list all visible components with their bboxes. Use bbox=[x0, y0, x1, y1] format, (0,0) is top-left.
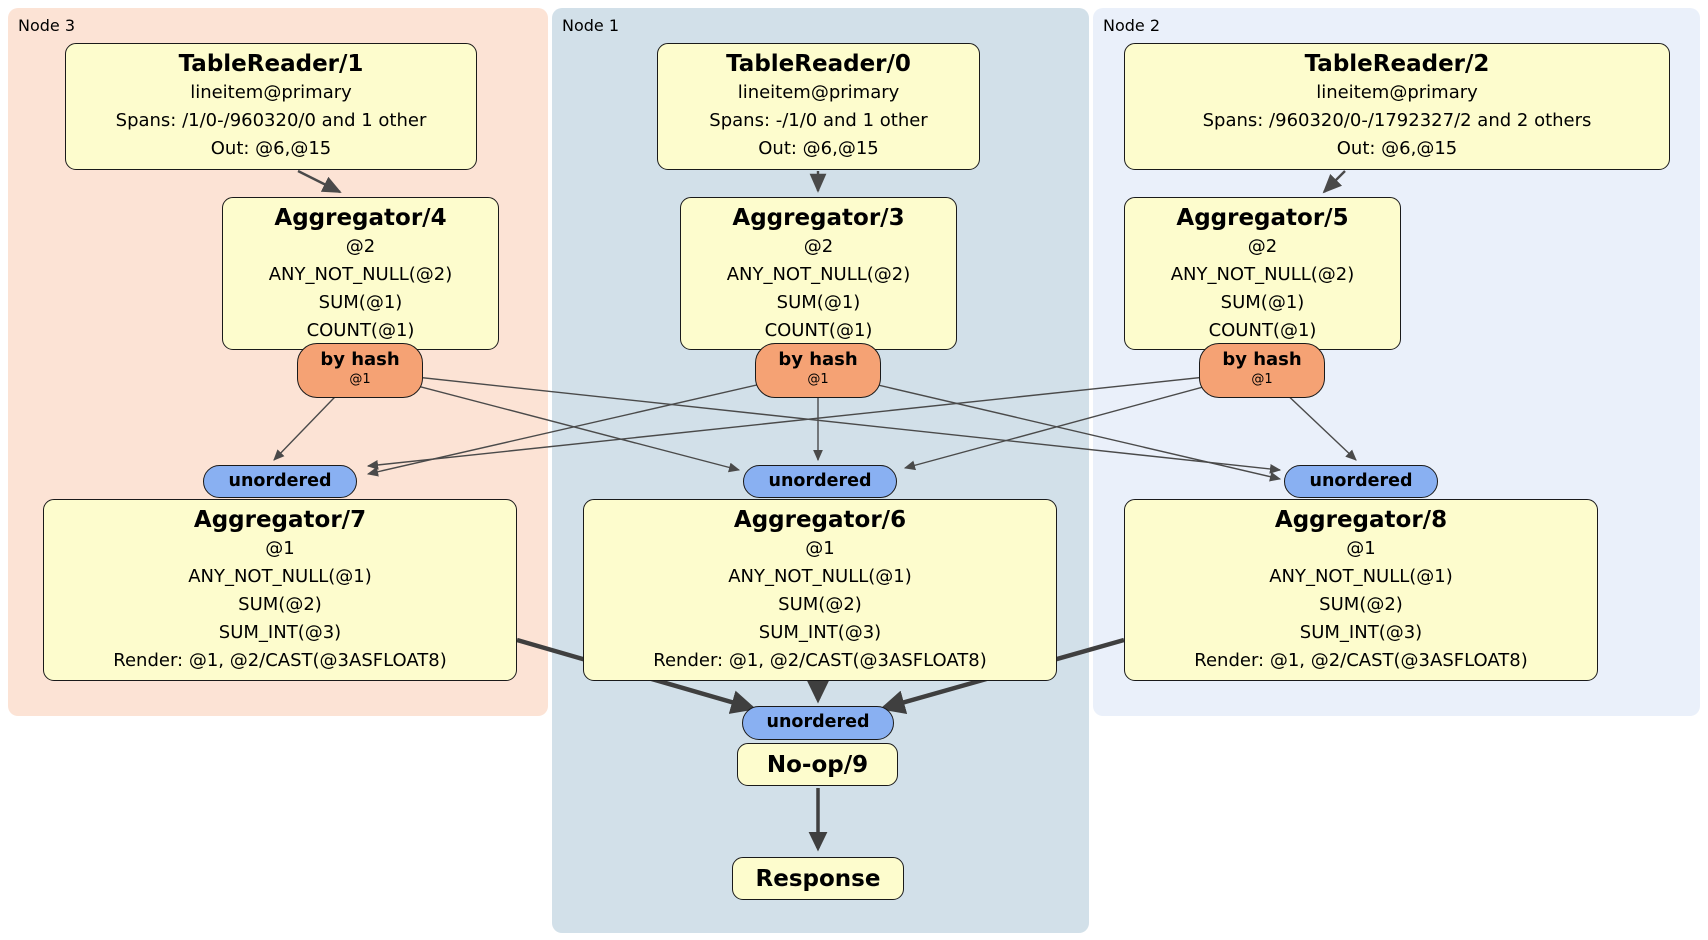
processor-detail: lineitem@primary bbox=[190, 82, 352, 103]
processor-tablereader-2: TableReader/2 lineitem@primary Spans: /9… bbox=[1124, 43, 1670, 170]
processor-detail: @2 bbox=[1247, 236, 1278, 257]
processor-detail: lineitem@primary bbox=[1316, 82, 1478, 103]
router-label: by hash bbox=[778, 349, 858, 370]
processor-title: Aggregator/7 bbox=[193, 507, 367, 533]
processor-aggregator-5: Aggregator/5 @2 ANY_NOT_NULL(@2) SUM(@1)… bbox=[1124, 197, 1401, 350]
processor-title: TableReader/2 bbox=[1304, 51, 1490, 77]
processor-title: No-op/9 bbox=[766, 751, 869, 778]
processor-aggregator-4: Aggregator/4 @2 ANY_NOT_NULL(@2) SUM(@1)… bbox=[222, 197, 499, 350]
processor-title: TableReader/0 bbox=[726, 51, 911, 77]
router-key: @1 bbox=[349, 372, 371, 387]
processor-detail: ANY_NOT_NULL(@2) bbox=[726, 264, 911, 285]
processor-detail: SUM(@2) bbox=[1319, 594, 1403, 615]
processor-detail: ANY_NOT_NULL(@2) bbox=[268, 264, 453, 285]
processor-tablereader-0: TableReader/0 lineitem@primary Spans: -/… bbox=[657, 43, 980, 170]
processor-title: Aggregator/6 bbox=[733, 507, 907, 533]
processor-detail: Out: @6,@15 bbox=[758, 138, 879, 159]
stream-unordered-9: unordered bbox=[742, 706, 894, 740]
router-by-hash-4: by hash @1 bbox=[297, 343, 423, 398]
region-node2-label: Node 2 bbox=[1103, 16, 1161, 35]
processor-detail: SUM(@2) bbox=[238, 594, 322, 615]
processor-tablereader-1: TableReader/1 lineitem@primary Spans: /1… bbox=[65, 43, 477, 170]
processor-title: Aggregator/3 bbox=[732, 205, 905, 231]
processor-aggregator-8: Aggregator/8 @1 ANY_NOT_NULL(@1) SUM(@2)… bbox=[1124, 499, 1598, 681]
processor-detail: lineitem@primary bbox=[737, 82, 900, 103]
stream-unordered-8: unordered bbox=[1284, 465, 1438, 498]
router-key: @1 bbox=[807, 372, 829, 387]
processor-title: Aggregator/4 bbox=[274, 205, 447, 231]
processor-detail: Render: @1, @2/CAST(@3ASFLOAT8) bbox=[113, 650, 447, 671]
processor-title: Aggregator/5 bbox=[1176, 205, 1349, 231]
processor-detail: SUM(@1) bbox=[318, 292, 403, 313]
processor-detail: Render: @1, @2/CAST(@3ASFLOAT8) bbox=[653, 650, 987, 671]
processor-detail: Out: @6,@15 bbox=[1336, 138, 1458, 159]
processor-detail: SUM_INT(@3) bbox=[1299, 622, 1423, 643]
router-label: by hash bbox=[1222, 349, 1302, 370]
processor-detail: COUNT(@1) bbox=[764, 320, 873, 341]
processor-detail: SUM(@1) bbox=[776, 292, 861, 313]
router-label: by hash bbox=[320, 349, 400, 370]
processor-detail: ANY_NOT_NULL(@1) bbox=[728, 566, 912, 587]
router-by-hash-5: by hash @1 bbox=[1199, 343, 1325, 398]
processor-detail: SUM_INT(@3) bbox=[758, 622, 882, 643]
region-node1-label: Node 1 bbox=[562, 16, 620, 35]
router-by-hash-3: by hash @1 bbox=[755, 343, 881, 398]
processor-aggregator-3: Aggregator/3 @2 ANY_NOT_NULL(@2) SUM(@1)… bbox=[680, 197, 957, 350]
stream-unordered-6: unordered bbox=[743, 465, 897, 498]
processor-detail: @2 bbox=[345, 236, 376, 257]
processor-detail: ANY_NOT_NULL(@1) bbox=[1269, 566, 1453, 587]
processor-response: Response bbox=[732, 857, 904, 900]
processor-detail: ANY_NOT_NULL(@2) bbox=[1170, 264, 1355, 285]
processor-detail: SUM(@2) bbox=[778, 594, 862, 615]
processor-detail: @1 bbox=[265, 538, 295, 559]
processor-title: Aggregator/8 bbox=[1274, 507, 1448, 533]
processor-detail: @2 bbox=[803, 236, 834, 257]
processor-detail: SUM(@1) bbox=[1220, 292, 1305, 313]
processor-detail: Spans: -/1/0 and 1 other bbox=[709, 110, 928, 131]
processor-title: TableReader/1 bbox=[178, 51, 364, 77]
region-node3-label: Node 3 bbox=[18, 16, 76, 35]
processor-detail: Out: @6,@15 bbox=[210, 138, 332, 159]
stream-unordered-7: unordered bbox=[203, 465, 357, 498]
processor-detail: @1 bbox=[805, 538, 835, 559]
processor-detail: SUM_INT(@3) bbox=[218, 622, 342, 643]
processor-detail: COUNT(@1) bbox=[1208, 320, 1317, 341]
processor-noop-9: No-op/9 bbox=[737, 743, 898, 786]
processor-detail: ANY_NOT_NULL(@1) bbox=[188, 566, 372, 587]
processor-detail: @1 bbox=[1346, 538, 1376, 559]
processor-title: Response bbox=[755, 865, 881, 892]
processor-aggregator-7: Aggregator/7 @1 ANY_NOT_NULL(@1) SUM(@2)… bbox=[43, 499, 517, 681]
router-key: @1 bbox=[1251, 372, 1273, 387]
processor-detail: Spans: /960320/0-/1792327/2 and 2 others bbox=[1202, 110, 1592, 131]
processor-aggregator-6: Aggregator/6 @1 ANY_NOT_NULL(@1) SUM(@2)… bbox=[583, 499, 1057, 681]
processor-detail: Render: @1, @2/CAST(@3ASFLOAT8) bbox=[1194, 650, 1528, 671]
processor-detail: COUNT(@1) bbox=[306, 320, 415, 341]
processor-detail: Spans: /1/0-/960320/0 and 1 other bbox=[115, 110, 427, 131]
